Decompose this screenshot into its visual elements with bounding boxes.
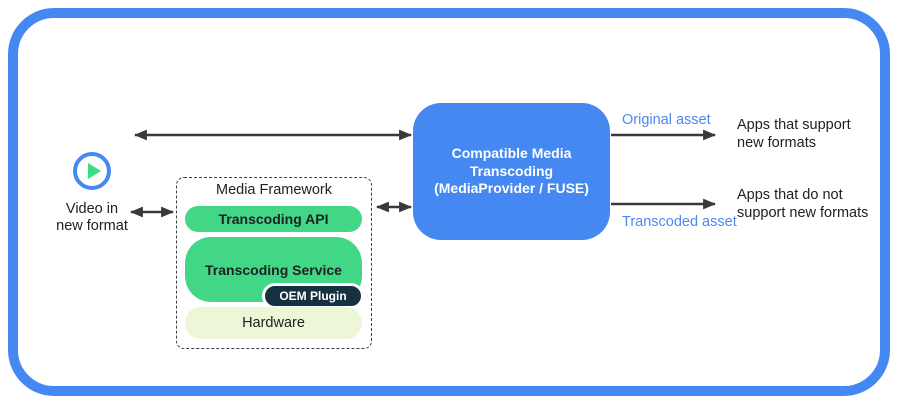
transcoder-label: Compatible Media Transcoding (MediaProvi… <box>434 145 589 197</box>
oem-plugin-badge: OEM Plugin <box>262 283 364 309</box>
media-framework-title: Media Framework <box>215 182 333 198</box>
apps-no-support-label: Apps that do not support new formats <box>737 187 869 221</box>
transcoded-asset-label: Transcoded asset <box>622 214 737 230</box>
source-label: Video in new format <box>56 201 128 234</box>
apps-support-label: Apps that support new formats <box>737 117 851 151</box>
original-asset-label: Original asset <box>622 112 711 128</box>
media-framework-box <box>176 177 372 349</box>
layer-transcoding-api: Transcoding API <box>185 206 362 232</box>
diagram-frame <box>8 8 890 396</box>
layer-hardware: Hardware <box>185 307 362 339</box>
play-triangle <box>87 163 101 179</box>
play-icon <box>73 152 111 190</box>
transcoder-box: Compatible Media Transcoding (MediaProvi… <box>413 103 610 240</box>
